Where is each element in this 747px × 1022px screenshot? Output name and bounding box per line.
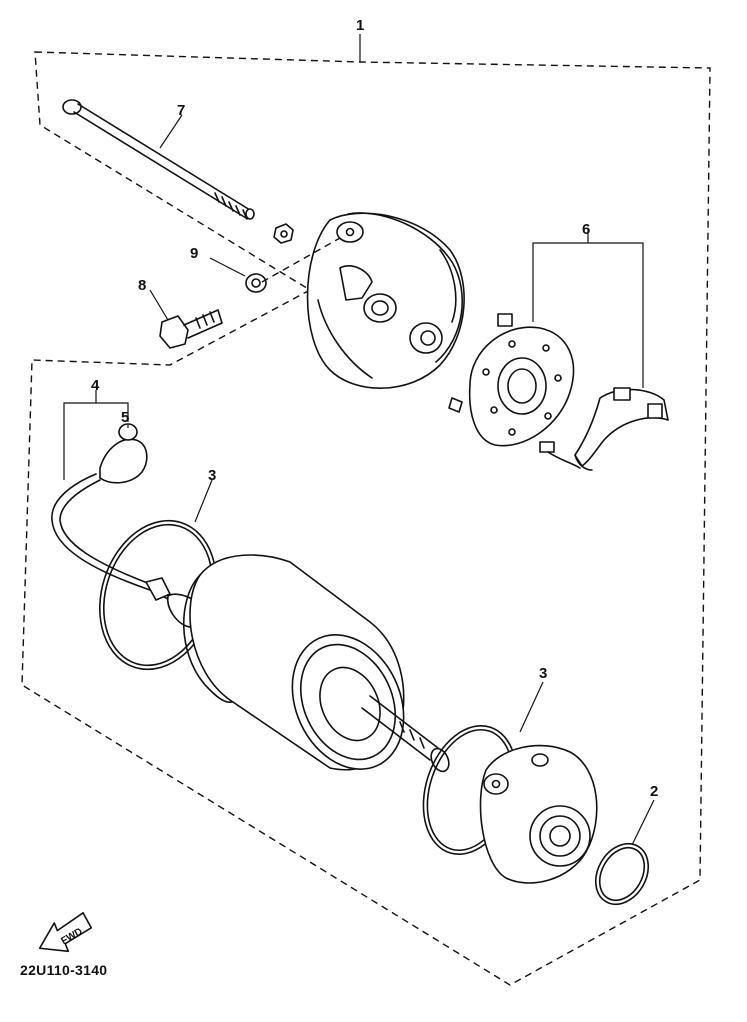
brush-plate-part-6 — [448, 313, 581, 469]
leader-6 — [532, 228, 644, 388]
callout-8: 8 — [138, 277, 146, 294]
nut — [273, 223, 294, 244]
terminal-boot-part-5 — [99, 423, 148, 484]
leader-8 — [149, 289, 169, 321]
fwd-arrow-icon: FWD — [38, 912, 93, 953]
o-ring-part-2 — [594, 843, 650, 905]
leader-3b — [519, 681, 544, 733]
leader-3a — [194, 479, 213, 523]
starter-yoke — [183, 554, 450, 773]
leader-7 — [159, 114, 183, 149]
rear-cover — [306, 212, 465, 389]
callout-7: 7 — [177, 102, 185, 119]
assembly-boundary — [21, 51, 711, 986]
dash-link-cover — [261, 237, 341, 283]
callout-3a: 3 — [208, 467, 216, 484]
callout-9: 9 — [190, 245, 198, 262]
callout-5: 5 — [121, 409, 129, 426]
bolt-part-8 — [159, 309, 223, 349]
through-bolt-part-7 — [62, 99, 255, 220]
callout-6: 6 — [582, 221, 590, 238]
callout-3b: 3 — [539, 665, 547, 682]
washer-part-9 — [245, 273, 267, 293]
leader-9 — [209, 257, 246, 277]
callout-4: 4 — [91, 377, 100, 394]
callout-1: 1 — [356, 17, 364, 34]
leader-4 — [63, 390, 129, 480]
lead-wire-part-4 — [51, 473, 208, 628]
callout-2: 2 — [650, 783, 658, 800]
front-cover — [479, 744, 598, 884]
figure-code: 22U110-3140 — [20, 962, 108, 978]
leader-2 — [631, 799, 655, 846]
brush-holder-part-6 — [574, 387, 669, 471]
